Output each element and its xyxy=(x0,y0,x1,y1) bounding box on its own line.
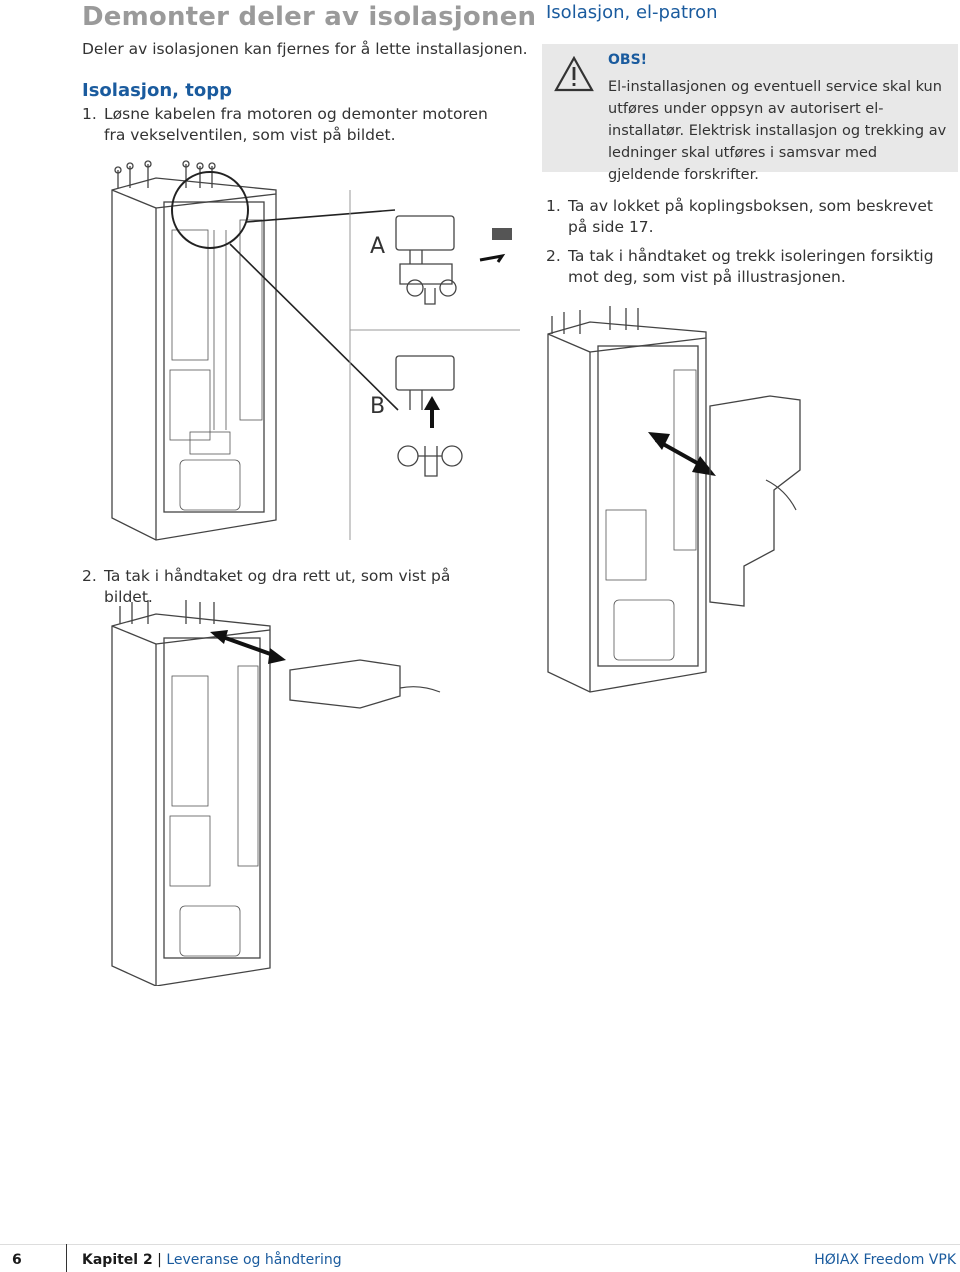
label-a: A xyxy=(370,234,386,259)
step-1-top: 1. Løsne kabelen fra motoren og demonter … xyxy=(82,104,502,146)
warning-triangle-icon xyxy=(554,56,594,92)
chapter-separator: | xyxy=(157,1252,162,1268)
section-title-top: Isolasjon, topp xyxy=(82,80,233,101)
warning-box: OBS! El-installasjonen og eventuell serv… xyxy=(542,44,958,183)
step-number: 1. xyxy=(546,197,561,215)
chapter-label: Kapitel 2 xyxy=(82,1252,153,1268)
page-title: Demonter deler av isolasjonen xyxy=(82,2,537,32)
step-text: Ta av lokket på koplingsboksen, som besk… xyxy=(568,197,933,236)
heat-pump-illustration-top xyxy=(111,160,520,541)
warning-body: El-installasjonen og eventuell service s… xyxy=(608,79,947,183)
section-title-el-patron: Isolasjon, el-patron xyxy=(546,2,718,23)
step-1-el: 1. Ta av lokket på koplingsboksen, som be… xyxy=(546,196,958,238)
step-text: Ta tak i håndtaket og trekk isoleringen … xyxy=(568,247,934,286)
step-number: 2. xyxy=(546,247,561,265)
label-b: B xyxy=(370,394,386,419)
step-2-el: 2. Ta tak i håndtaket og trekk isoleringe… xyxy=(546,246,958,288)
page-number: 6 xyxy=(12,1252,22,1268)
step-text: Løsne kabelen fra motoren og demonter mo… xyxy=(104,105,488,144)
step-2-top: 2. Ta tak i håndtaket og dra rett ut, som… xyxy=(82,566,502,608)
step-number: 1. xyxy=(82,105,97,123)
footer-product: HØIAX Freedom VPK xyxy=(814,1252,956,1268)
warning-title: OBS! xyxy=(608,52,648,68)
footer-chapter: Kapitel 2 | Leveranse og håndtering xyxy=(82,1252,342,1268)
footer-divider xyxy=(66,1244,67,1272)
heat-pump-illustration-pull xyxy=(111,600,441,986)
footer-rule xyxy=(0,1244,960,1245)
step-text: Ta tak i håndtaket og dra rett ut, som v… xyxy=(104,567,451,606)
step-number: 2. xyxy=(82,567,97,585)
intro-text: Deler av isolasjonen kan fjernes for å l… xyxy=(82,40,528,58)
chapter-title: Leveranse og håndtering xyxy=(166,1252,342,1268)
heat-pump-illustration-el-patron xyxy=(547,306,801,693)
